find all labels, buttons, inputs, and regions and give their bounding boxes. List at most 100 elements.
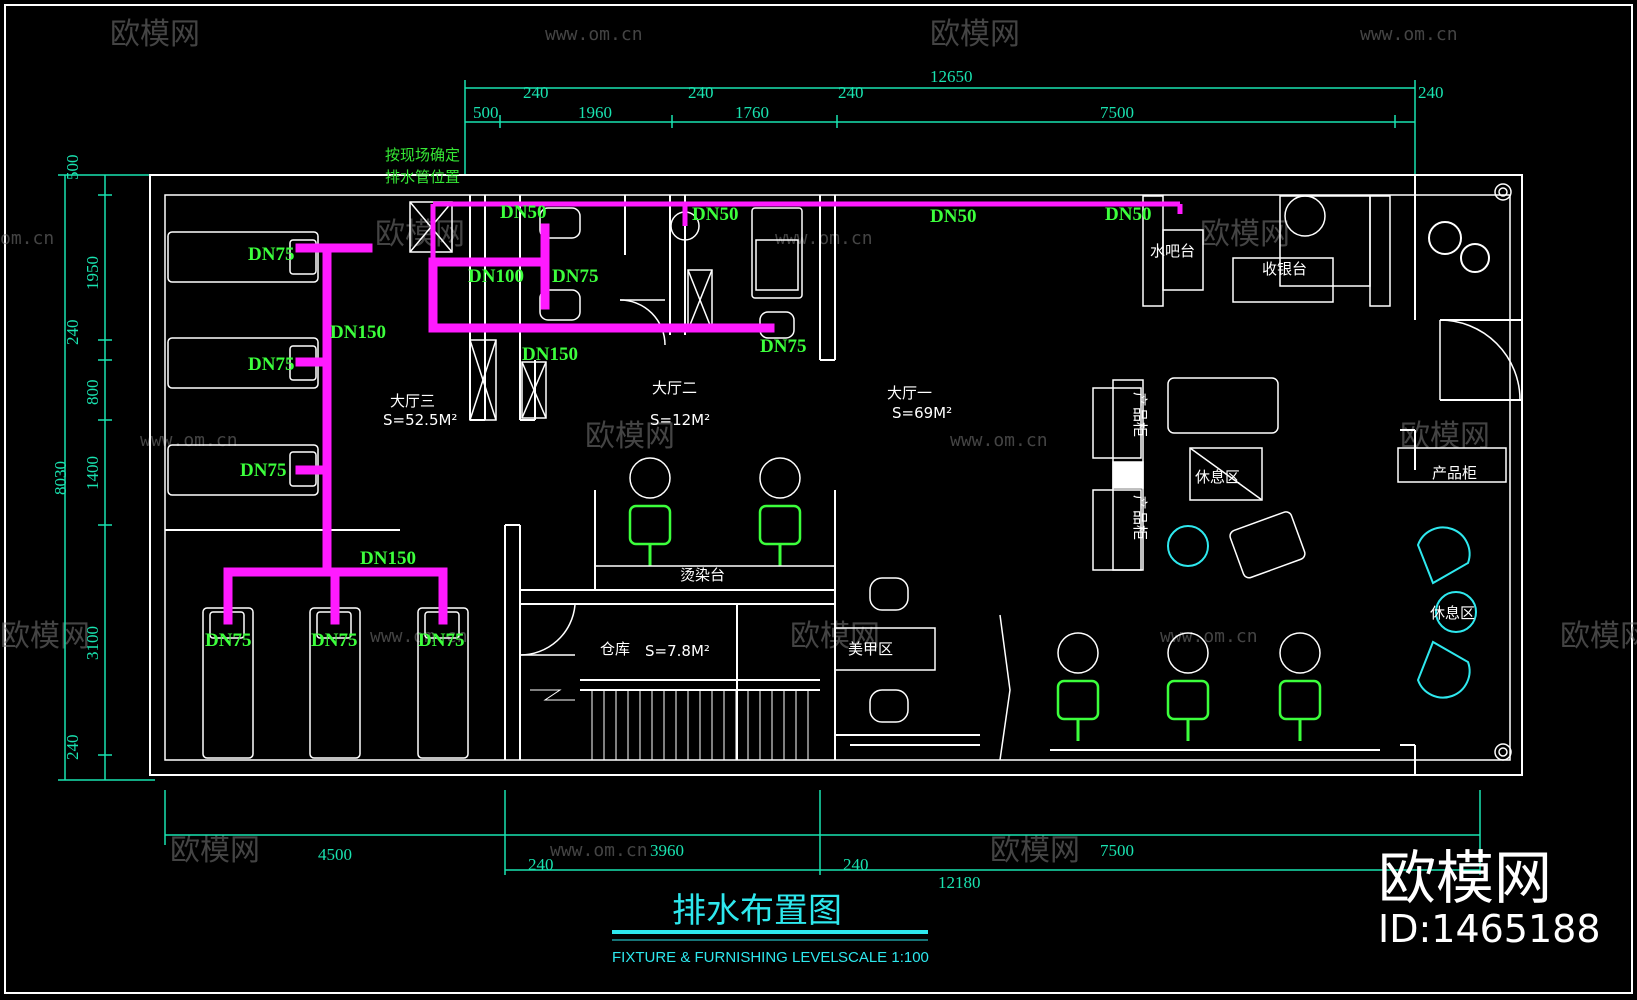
watermark-url: om.cn [0,228,54,249]
watermark-brand: 欧模网 [930,17,1020,52]
watermark-brand: 欧模网 [990,833,1080,868]
dim-top-240: 240 [688,83,714,102]
watermark-url: www.om.cn [1160,626,1258,647]
room-label-nail-area: 美甲区 [848,640,893,658]
room-area-warehouse: S=7.8M² [645,642,710,660]
pipe-label: DN75 [760,336,806,357]
pipe-label: DN50 [500,202,546,223]
dim-top-1760: 1760 [735,103,769,122]
room-area-hall3: S=52.5M² [383,411,457,429]
styling-stations [595,195,1326,741]
room-label-warehouse: 仓库 [600,640,630,658]
drawing-frame [4,4,1633,994]
watermarks: 欧模网 www.om.cn 欧模网 www.om.cn om.cn 欧模网 ww… [0,17,1637,868]
dim-top-240: 240 [523,83,549,102]
dim-top-240: 240 [1418,83,1444,102]
watermark-brand: 欧模网 [585,419,675,454]
entrance-door-swing [1439,319,1521,401]
drawing-title: 排水布置图 [672,891,842,931]
styling-chair [1056,632,1100,741]
outer-wall [149,174,1523,776]
watermark-brand: 欧模网 [110,17,200,52]
brand-logo-text: 欧模网 [1378,844,1552,912]
front-furniture [834,183,1512,761]
room-label-rest-area: 休息区 [1430,604,1475,622]
styling-chair [1278,632,1322,741]
dim-top-1960: 1960 [578,103,612,122]
pipe-label: DN150 [360,548,416,569]
inner-wall [164,194,1511,761]
dim-left-500: 500 [63,155,82,181]
pipe-note: 按现场确定 [385,146,460,164]
stairs [530,689,809,760]
drain-pipes [223,223,775,625]
dim-bottom-240: 240 [528,855,554,874]
room-label-water-bar: 水吧台 [1150,242,1195,260]
dim-bottom-7500: 7500 [1100,841,1134,860]
room-labels: 大厅三 S=52.5M² 大厅二 S=12M² 大厅一 S=69M² 烫染台 仓… [383,242,1477,660]
watermark-url: www.om.cn [775,228,873,249]
watermark-brand: 欧模网 [0,619,90,654]
round-chair [1416,526,1471,585]
room-label-product-cabinet: 产品柜 [1131,392,1149,437]
drawing-subtitle: FIXTURE & FURNISHING LEVEL [612,949,839,966]
watermark-url: www.om.cn [550,840,648,861]
watermark-brand: 欧模网 [1560,619,1637,654]
wash-beds [167,231,469,759]
dim-top-7500: 7500 [1100,103,1134,122]
room-area-hall2: S=12M² [650,411,710,429]
round-chair [1416,640,1471,699]
watermark-url: www.om.cn [140,430,238,451]
sofa [1167,377,1279,434]
dim-bottom-total: 12180 [938,873,981,892]
pipe-label: DN75 [552,266,598,287]
pipe-labels: DN50 DN50 DN50 DN50 DN100 DN75 DN75 DN75… [205,202,1151,651]
pipe-label: DN75 [248,354,294,375]
dim-left-3100: 3100 [83,626,102,660]
dim-left-240: 240 [63,320,82,346]
bathroom-fixtures [409,201,803,421]
pipe-label: DN50 [1105,204,1151,225]
round-chair [1435,591,1477,633]
pipe-label: DN75 [205,630,251,651]
dimension-lines [58,80,1481,875]
cashier-person [1284,195,1326,237]
dim-left-1950: 1950 [83,256,102,290]
pipe-label: DN75 [248,244,294,265]
dimension-labels: 12650 240 240 240 240 500 1960 1760 7500… [51,67,1444,892]
pipe-label: DN75 [240,460,286,481]
styling-chair [628,457,672,566]
rest-table [1189,447,1263,501]
room-label-rest-area: 休息区 [1195,468,1240,486]
room-label-cashier: 收银台 [1262,260,1307,278]
title-block: 排水布置图 FIXTURE & FURNISHING LEVEL SCALE 1… [612,891,929,966]
room-label-product-cabinet: 产品柜 [1131,495,1149,540]
watermark-brand: 欧模网 [1200,217,1290,252]
room-label-hall3: 大厅三 [390,392,435,410]
doors [519,299,1521,761]
watermark-url: www.om.cn [1360,24,1458,45]
watermark-brand: 欧模网 [170,833,260,868]
dim-bottom-4500: 4500 [318,845,352,864]
room-area-hall1: S=69M² [892,404,952,422]
pipe-label: DN150 [522,344,578,365]
dim-left-800: 800 [83,380,102,406]
dim-bottom-3960: 3960 [650,841,684,860]
styling-chair [1166,632,1210,741]
pipe-label: DN50 [930,206,976,227]
pipe-note: 排水管位置 [385,168,460,186]
warehouse-door-swing [519,604,576,656]
pipe-label: DN150 [330,322,386,343]
room-label-product-cabinet: 产品柜 [1432,464,1477,482]
pipe-label: DN75 [418,630,464,651]
product-cabinet [1397,447,1507,483]
watermark-url: www.om.cn [950,430,1048,451]
drawing-scale: SCALE 1:100 [838,949,929,966]
watermark-url: www.om.cn [370,626,468,647]
dim-bottom-240: 240 [843,855,869,874]
pipe-label: DN50 [692,204,738,225]
room-label-dye-station: 烫染台 [680,566,725,584]
nail-table [834,627,936,671]
